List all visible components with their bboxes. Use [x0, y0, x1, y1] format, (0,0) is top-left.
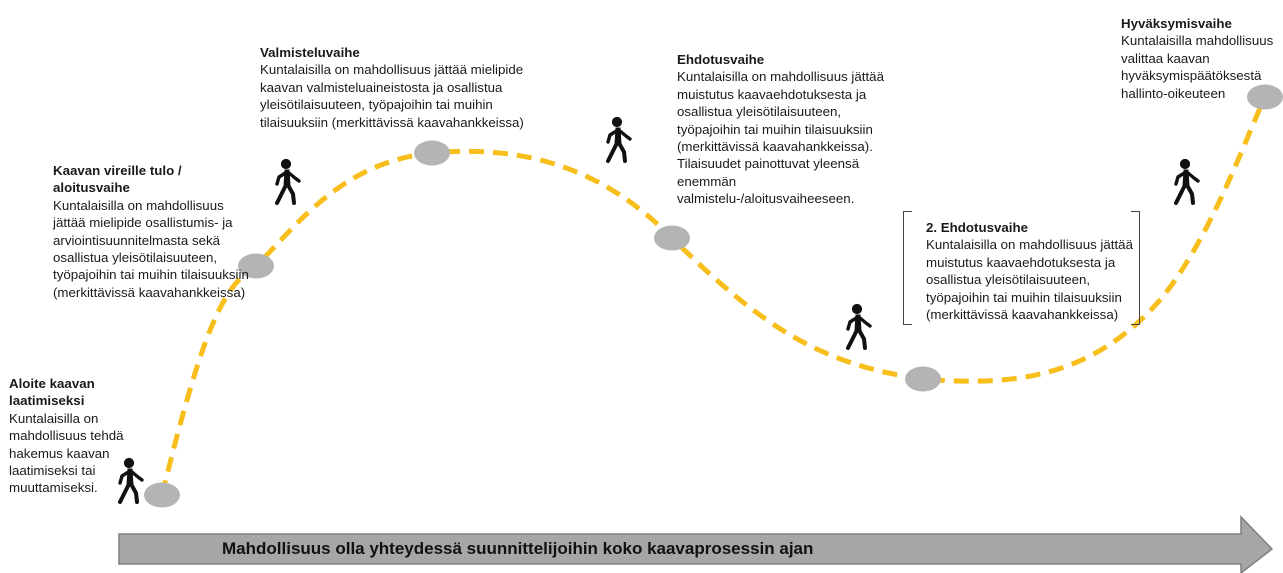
phase-title: 2. Ehdotusvaihe: [926, 220, 1028, 235]
walking-person-icon: [606, 115, 632, 163]
bracket-left: [903, 211, 912, 325]
milestone-circle: [414, 140, 450, 166]
milestone-circle: [1247, 84, 1283, 110]
phase-description: Kuntalaisilla on mahdollisuus jättää mui…: [677, 69, 884, 207]
phase-description: Kuntalaisilla on mahdollisuus tehdä hake…: [9, 410, 124, 496]
phase-title: Kaavan vireille tulo / aloitusvaihe: [53, 163, 182, 196]
milestone-circle: [144, 482, 180, 508]
phase-2-ehdotusvaihe: 2. Ehdotusvaihe Kuntalaisilla on mahdoll…: [926, 219, 1144, 323]
walking-person-icon: [275, 157, 301, 205]
phase-aloitusvaihe: Kaavan vireille tulo / aloitusvaihe Kunt…: [53, 162, 253, 301]
phase-title: Ehdotusvaihe: [677, 52, 765, 67]
bracket-right: [1131, 211, 1140, 325]
phase-description: Kuntalaisilla on mahdollisuus jättää mie…: [260, 62, 524, 130]
milestone-circle: [654, 225, 690, 251]
phase-description: Kuntalaisilla on mahdollisuus jättää mie…: [53, 197, 249, 300]
timeline-arrow-label: Mahdollisuus olla yhteydessä suunnitteli…: [222, 539, 814, 558]
phase-description: Kuntalaisilla mahdollisuus valittaa kaav…: [1121, 33, 1274, 101]
phase-description: Kuntalaisilla on mahdollisuus jättää mui…: [926, 237, 1133, 323]
phase-hyvaksymisvaihe: Hyväksymisvaihe Kuntalaisilla mahdollisu…: [1121, 15, 1281, 102]
phase-title: Valmisteluvaihe: [260, 45, 360, 60]
phase-title: Hyväksymisvaihe: [1121, 16, 1232, 31]
milestones: [144, 84, 1283, 508]
phase-ehdotusvaihe: Ehdotusvaihe Kuntalaisilla on mahdollisu…: [677, 51, 892, 208]
timeline-arrow: [118, 515, 1274, 573]
phase-title: Aloite kaavan laatimiseksi: [9, 376, 95, 409]
phase-valmisteluvaihe: Valmisteluvaihe Kuntalaisilla on mahdoll…: [260, 44, 525, 131]
walking-person-icon: [846, 302, 872, 350]
walking-person-icon: [1174, 157, 1200, 205]
milestone-circle: [905, 366, 941, 392]
phase-bracket: [903, 211, 1140, 325]
phase-aloite: Aloite kaavan laatimiseksi Kuntalaisilla…: [9, 375, 137, 497]
milestone-circle: [238, 253, 274, 279]
